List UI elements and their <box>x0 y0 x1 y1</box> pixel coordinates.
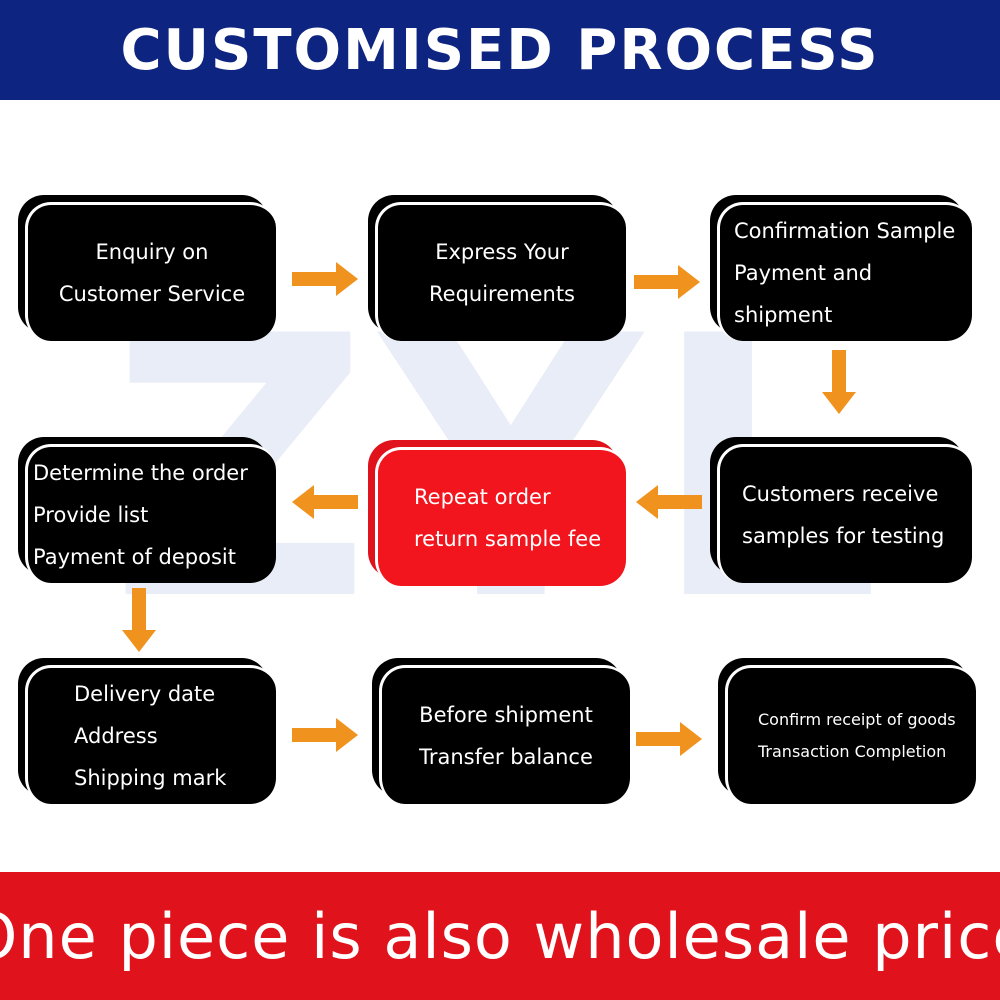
step-line: samples for testing <box>742 524 945 548</box>
step-line: Enquiry on <box>95 240 209 264</box>
step-line: Shipping mark <box>74 766 227 790</box>
step-line: return sample fee <box>414 527 602 551</box>
arrow-down-icon <box>822 350 856 414</box>
step-line: Customers receive <box>742 482 939 506</box>
step-line: Determine the order <box>33 461 248 485</box>
step-confirmation-sample: Confirmation Sample Payment and shipment <box>710 195 972 341</box>
step-delivery-details: Delivery date Address Shipping mark <box>18 658 276 804</box>
step-line: Customer Service <box>58 282 246 306</box>
step-enquiry: Enquiry on Customer Service <box>18 195 276 341</box>
step-before-shipment: Before shipment Transfer balance <box>372 658 630 804</box>
arrow-left-icon <box>636 485 702 519</box>
step-customers-receive: Customers receive samples for testing <box>710 437 972 583</box>
step-line: Delivery date <box>74 682 216 706</box>
step-line: Confirm receipt of goods <box>758 710 956 729</box>
step-line: Requirements <box>429 282 575 306</box>
step-repeat-order: Repeat order return sample fee <box>368 440 626 586</box>
arrow-right-icon <box>634 265 700 299</box>
step-line: Payment and shipment <box>734 261 873 327</box>
step-line: Transfer balance <box>419 745 593 769</box>
step-determine-order: Determine the order Provide list Payment… <box>18 437 276 583</box>
arrow-left-icon <box>292 485 358 519</box>
step-line: Confirmation Sample <box>734 219 956 243</box>
step-line: Transaction Completion <box>758 742 947 761</box>
step-line: Express Your <box>435 240 569 264</box>
arrow-right-icon <box>292 262 358 296</box>
arrow-down-icon <box>122 588 156 652</box>
arrow-right-icon <box>292 718 358 752</box>
step-line: Address <box>74 724 158 748</box>
step-express-requirements: Express Your Requirements <box>368 195 626 341</box>
step-line: Before shipment <box>419 703 593 727</box>
step-line: Provide list <box>33 503 149 527</box>
header-banner: CUSTOMISED PROCESS <box>0 0 1000 100</box>
page-title: CUSTOMISED PROCESS <box>120 17 880 83</box>
footer-banner: One piece is also wholesale price <box>0 872 1000 1000</box>
footer-tagline: One piece is also wholesale price <box>0 899 1000 973</box>
step-line: Payment of deposit <box>33 545 236 569</box>
step-transaction-completion: Confirm receipt of goods Transaction Com… <box>718 658 976 804</box>
step-line: Repeat order <box>414 485 551 509</box>
arrow-right-icon <box>636 722 702 756</box>
